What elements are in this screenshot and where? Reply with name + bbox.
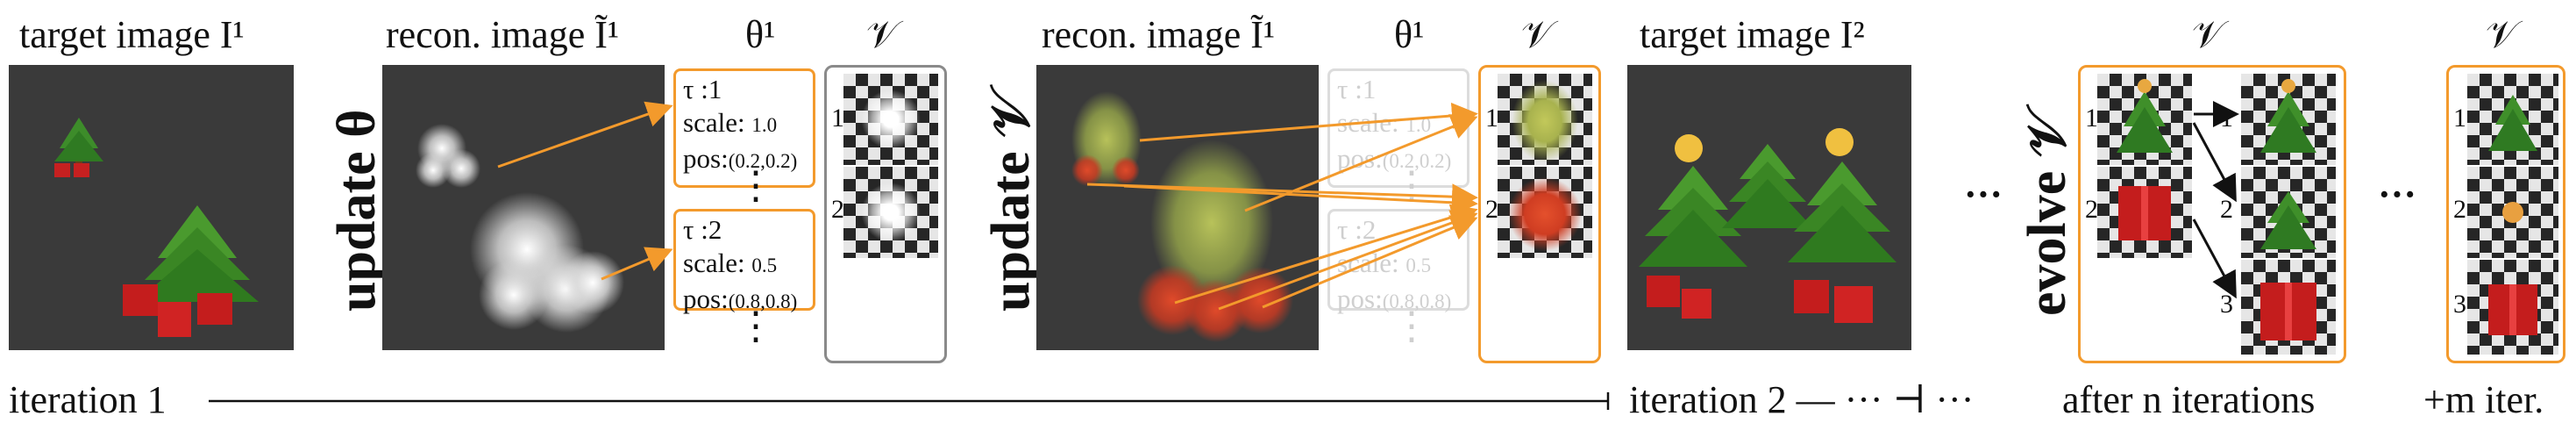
target-image-1 <box>9 65 294 350</box>
scale-value: 0.5 <box>1405 255 1432 276</box>
arrow <box>2192 219 2237 299</box>
slot-number: 2 <box>831 195 844 224</box>
scale-label: scale: <box>683 247 745 278</box>
horizontal-ellipsis: ··· <box>1964 173 2003 216</box>
pos-value: (0.2,0.2) <box>728 150 798 172</box>
pos-value: (0.8,0.8) <box>1382 290 1452 312</box>
tree-sprite <box>2097 74 2192 165</box>
christmas-scene-large <box>1639 128 1896 323</box>
vocabulary-3-label: 𝒱 <box>2192 13 2224 56</box>
arrow <box>1123 184 1478 216</box>
slot-number: 2 <box>2453 195 2466 224</box>
gaussian-blobs <box>416 124 624 333</box>
slot-number: 2 <box>2085 195 2098 224</box>
after-n-iterations-label: after n iterations <box>2062 378 2316 421</box>
pos-value: (0.2,0.2) <box>1382 150 1452 172</box>
slot-number: 2 <box>1485 195 1498 224</box>
gift-sprite <box>2097 167 2192 258</box>
horizontal-ellipsis: ··· <box>2378 173 2417 216</box>
slot-number: 1 <box>2085 104 2098 133</box>
tree-icon <box>1788 161 1896 262</box>
christmas-scene-small <box>54 118 259 337</box>
tree-sprite-blurred <box>1498 74 1592 165</box>
ellipsis: ⋮ <box>1392 305 1431 348</box>
param-box-2: τ :2 scale: 0.5 pos:(0.8,0.8) <box>673 209 815 314</box>
recon-image-2-label: recon. image Ĩ¹ <box>1042 13 1276 56</box>
gift-sprite <box>2241 260 2336 355</box>
vocabulary-2-label: 𝒱 <box>1521 13 1554 56</box>
vocabulary-box-4 <box>2446 65 2565 363</box>
arrow <box>1139 102 1478 142</box>
blurred-scene <box>1071 91 1293 342</box>
ellipsis: ⋮ <box>737 164 775 207</box>
target-image-2 <box>1627 65 1911 350</box>
scale-value: 1.0 <box>751 114 778 136</box>
gift-icon <box>1647 276 1873 323</box>
slot-number: 1 <box>2453 104 2466 133</box>
tau-value: τ :1 <box>683 74 722 104</box>
ellipsis: ⋮ <box>737 305 775 348</box>
gift-icon <box>54 163 89 177</box>
pos-label: pos: <box>683 143 729 174</box>
recon-image-1 <box>382 65 665 350</box>
flower-icon <box>1675 134 1703 162</box>
flower-sprite <box>2467 167 2558 258</box>
arrow <box>601 247 673 281</box>
plus-m-iterations-label: +m iter. <box>2423 378 2544 421</box>
pos-label: pos: <box>1337 283 1383 314</box>
iteration-2-label: iteration 2 — ··· ⊣ ··· <box>1629 378 1975 421</box>
arrow <box>1218 210 1478 311</box>
flower-icon <box>1825 128 1854 156</box>
tau-value: τ :2 <box>1337 214 1377 245</box>
vocabulary-box-3 <box>2078 65 2346 363</box>
arrow <box>1174 204 1478 305</box>
scale-value: 0.5 <box>751 255 778 276</box>
vocabulary-4-label: 𝒱 <box>2486 13 2518 56</box>
gift-sprite-blurred <box>1498 167 1592 258</box>
pos-label: pos: <box>683 283 729 314</box>
target-image-2-label: target image I² <box>1640 13 1865 56</box>
tree-sprite <box>2241 74 2336 165</box>
vocabulary-box-2 <box>1478 65 1601 363</box>
vocabulary-1-label: 𝒱 <box>866 13 899 56</box>
recon-image-1-label: recon. image Ĩ¹ <box>386 13 620 56</box>
arrow <box>497 101 673 168</box>
gift-sprite <box>2467 260 2558 355</box>
slot-number: 1 <box>831 104 844 133</box>
param-box-1: τ :1 scale: 1.0 pos:(0.2,0.2) <box>673 68 815 188</box>
gift-icon <box>123 284 232 337</box>
target-image-1-label: target image I¹ <box>19 13 245 56</box>
tau-value: τ :1 <box>1337 74 1377 104</box>
vocabulary-box-1 <box>824 65 947 363</box>
tree-sprite <box>2467 74 2558 165</box>
slot-number: 3 <box>2453 290 2466 319</box>
tree-sprite <box>2241 167 2336 258</box>
tree-icon <box>136 205 259 302</box>
iteration-1-label: iteration 1 <box>9 378 167 421</box>
gaussian-sprite-2 <box>843 167 938 258</box>
pos-value: (0.8,0.8) <box>728 290 798 312</box>
tau-value: τ :2 <box>683 214 722 245</box>
black-arrows <box>2192 101 2239 299</box>
gaussian-sprite-1 <box>843 74 938 165</box>
tree-icon <box>1722 144 1813 228</box>
slot-number: 1 <box>1485 104 1498 133</box>
scale-label: scale: <box>683 107 745 138</box>
theta-1-label: θ¹ <box>745 13 776 56</box>
arrow <box>1262 215 1478 309</box>
arrow <box>2192 122 2237 203</box>
tree-icon <box>1639 166 1747 267</box>
orange-arrows <box>497 101 1478 311</box>
theta-1b-label: θ¹ <box>1394 13 1425 56</box>
